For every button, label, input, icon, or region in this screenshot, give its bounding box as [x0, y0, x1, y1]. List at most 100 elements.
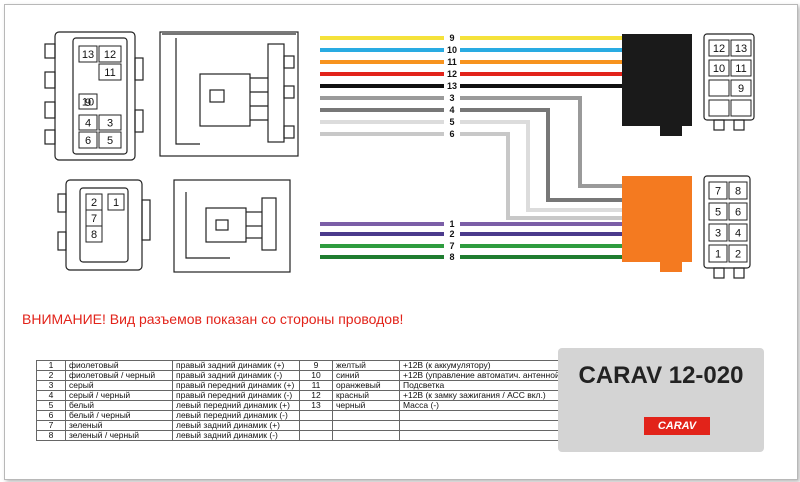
- legend-cell-n1: 4: [36, 390, 66, 401]
- wire-label: 10: [447, 45, 457, 55]
- pin-7: 7: [85, 209, 103, 227]
- pin-7: 7: [708, 181, 728, 200]
- connector-bottom-left-side: [173, 179, 291, 273]
- svg-text:13: 13: [735, 43, 747, 55]
- legend-cell-f2: [399, 410, 585, 421]
- svg-text:9: 9: [85, 97, 91, 109]
- svg-text:12: 12: [104, 49, 116, 61]
- legend-cell-f2: +12В (к замку зажигания / АСС вкл.): [399, 390, 585, 401]
- wire-label: 3: [449, 93, 454, 103]
- legend-cell-f1: правый передний динамик (+): [172, 380, 300, 391]
- pin-1: 1: [107, 193, 125, 211]
- pin-10: 10: [78, 93, 98, 110]
- orange-plug: [622, 176, 692, 272]
- wire-6: 6: [320, 129, 622, 220]
- wire-label: 8: [449, 252, 454, 262]
- pin-4: 4: [728, 223, 748, 242]
- pin-9: 9: [730, 79, 752, 97]
- wire-11: 11: [320, 57, 622, 67]
- legend-cell-n1: 8: [36, 430, 66, 441]
- legend-cell-c1: зеленый / черный: [65, 430, 173, 441]
- svg-text:2: 2: [735, 249, 741, 261]
- legend-cell-n2: [299, 420, 333, 431]
- legend-cell-n1: 6: [36, 410, 66, 421]
- legend-cell-f1: левый задний динамик (-): [172, 430, 300, 441]
- svg-text:10: 10: [82, 97, 94, 109]
- legend-cell-f2: [399, 420, 585, 431]
- svg-text:8: 8: [735, 186, 741, 198]
- wire-label: 13: [447, 81, 457, 91]
- svg-text:6: 6: [735, 207, 741, 219]
- svg-text:1: 1: [113, 197, 119, 209]
- pin-2: 2: [85, 193, 103, 211]
- legend-cell-c2: синий: [332, 370, 400, 381]
- legend-cell-c1: белый / черный: [65, 410, 173, 421]
- empty-cell: [708, 99, 730, 117]
- svg-text:10: 10: [713, 63, 725, 75]
- pin-12: 12: [708, 39, 730, 57]
- svg-text:11: 11: [735, 63, 746, 75]
- wire-label: 2: [449, 229, 454, 239]
- pin-6: 6: [728, 202, 748, 221]
- svg-text:7: 7: [715, 186, 721, 198]
- empty-cell: [708, 79, 730, 97]
- legend-cell-n2: 10: [299, 370, 333, 381]
- pin-12: 12: [98, 45, 122, 63]
- legend-cell-f1: правый передний динамик (-): [172, 390, 300, 401]
- legend-cell-c2: [332, 430, 400, 441]
- legend-cell-f1: левый передний динамик (-): [172, 410, 300, 421]
- svg-text:4: 4: [85, 118, 91, 130]
- legend-cell-c2: красный: [332, 390, 400, 401]
- pin-5: 5: [98, 131, 122, 149]
- legend-cell-n1: 7: [36, 420, 66, 431]
- pin-11: 11: [730, 59, 752, 77]
- svg-text:3: 3: [715, 228, 721, 240]
- pin-5: 5: [708, 202, 728, 221]
- wire-13: 13: [320, 81, 622, 91]
- wire-label: 4: [449, 105, 454, 115]
- legend-cell-c1: фиолетовый: [65, 360, 173, 371]
- svg-text:6: 6: [85, 135, 91, 147]
- svg-text:8: 8: [91, 229, 97, 241]
- legend-cell-n1: 5: [36, 400, 66, 411]
- wire-4: 4: [320, 105, 622, 202]
- wire-label: 7: [449, 241, 454, 251]
- legend-cell-f1: правый задний динамик (+): [172, 360, 300, 371]
- connector-top-left-face: [44, 31, 144, 161]
- legend-cell-f2: +12В (управление автоматич. антенной): [399, 370, 585, 381]
- connector-top-right-pins: 12 13 10 11 9: [708, 39, 752, 117]
- svg-text:13: 13: [82, 49, 94, 61]
- pin-3: 3: [708, 223, 728, 242]
- svg-text:1: 1: [715, 249, 721, 261]
- svg-text:9: 9: [738, 83, 744, 95]
- wire-1: 1: [320, 219, 622, 229]
- legend-cell-n2: 12: [299, 390, 333, 401]
- wire-8: 8: [320, 252, 622, 262]
- legend-cell-f2: Масса (-): [399, 400, 585, 411]
- legend-cell-c2: [332, 410, 400, 421]
- pin-13: 13: [730, 39, 752, 57]
- pin-10: 10: [708, 59, 730, 77]
- legend-cell-n2: [299, 430, 333, 441]
- legend-cell-f2: Подсветка: [399, 380, 585, 391]
- legend-cell-f1: левый задний динамик (+): [172, 420, 300, 431]
- legend-cell-f1: правый задний динамик (-): [172, 370, 300, 381]
- pin-11: 11: [98, 63, 122, 81]
- legend-cell-n1: 2: [36, 370, 66, 381]
- legend-cell-n1: 3: [36, 380, 66, 391]
- empty-cell: [730, 99, 752, 117]
- legend-cell-c2: оранжевый: [332, 380, 400, 391]
- wire-10: 10: [320, 45, 622, 55]
